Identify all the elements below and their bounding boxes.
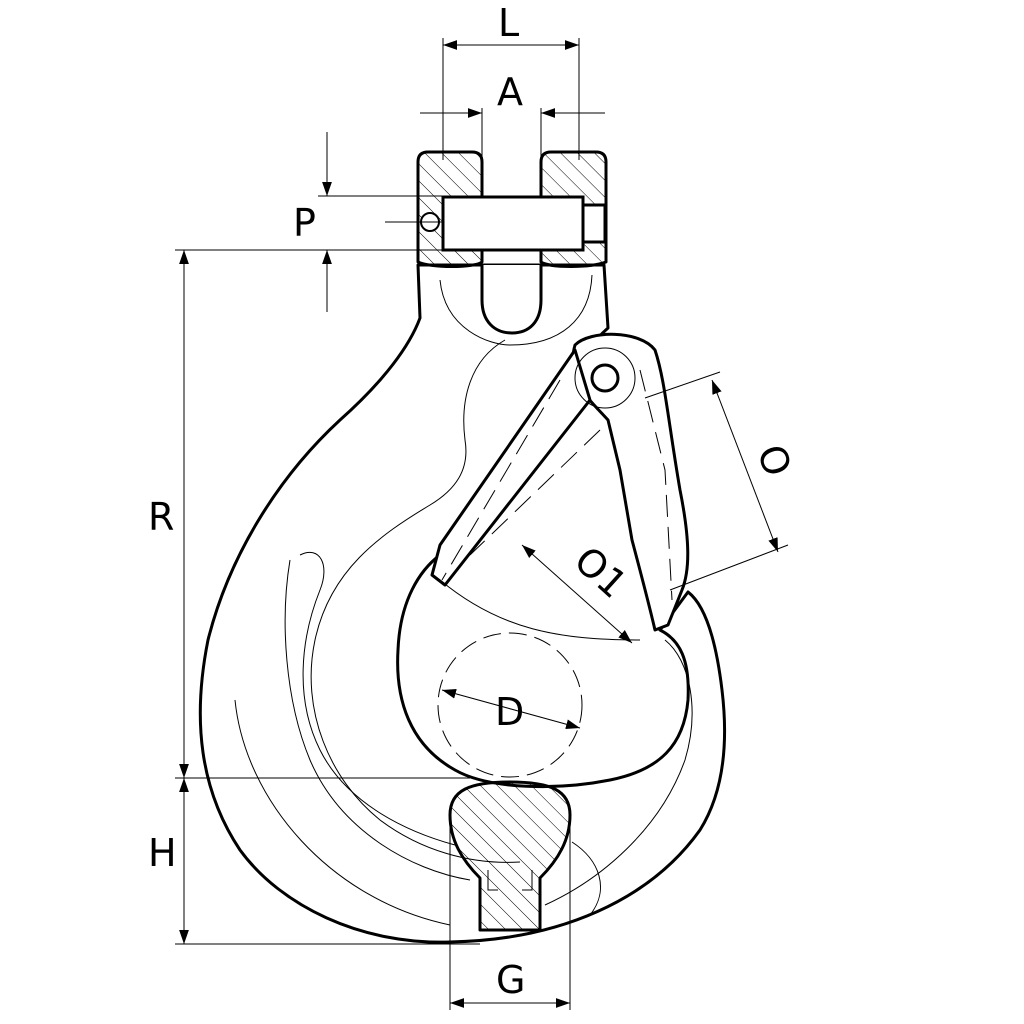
hook-inner-contour-3 — [299, 552, 456, 846]
cross-section-groove-right — [522, 870, 533, 891]
dimension-O1: O1 — [521, 538, 636, 644]
latch-pivot-boss — [574, 347, 636, 409]
clevis-slot — [480, 263, 543, 335]
hook-outer-contour — [571, 841, 601, 916]
load-circle — [437, 632, 583, 778]
clevis-pin-head — [581, 203, 607, 244]
hook-inner-contour-4 — [284, 559, 471, 881]
dimension-label-H: H — [148, 831, 177, 875]
dimension-label-D: D — [495, 690, 524, 734]
latch-blade — [430, 348, 592, 587]
dimension-label-O: O — [748, 439, 800, 482]
dimension-R: R — [148, 250, 470, 779]
hook-inner-contour-5 — [234, 699, 451, 926]
cross-section-groove-left — [487, 870, 498, 891]
dimension-D-line — [441, 688, 581, 730]
hook-inner-contour-1 — [439, 274, 593, 346]
dimension-label-L: L — [498, 1, 519, 45]
dimension-A: A — [420, 70, 605, 180]
dimension-P: P — [175, 132, 443, 312]
dimension-label-R: R — [148, 495, 174, 539]
dimension-label-P: P — [293, 201, 316, 245]
load-diameter-circle: D — [437, 632, 583, 778]
dimension-O-line — [711, 379, 779, 553]
load-cross-section — [448, 780, 572, 932]
latch-hidden-line-2 — [639, 369, 673, 601]
dimension-L: L — [442, 1, 580, 160]
hook-inner-contour-2 — [310, 339, 521, 863]
dimension-label-G: G — [496, 958, 525, 1002]
clevis-pin — [441, 195, 585, 252]
dimension-H: H — [148, 778, 480, 945]
hook-outline — [198, 263, 727, 944]
hook-body — [198, 150, 727, 944]
safety-latch — [430, 332, 690, 641]
dimension-label-A: A — [497, 70, 523, 114]
dimension-G: G — [449, 815, 571, 1010]
latch-pivot-icon — [590, 363, 620, 393]
dimension-O1-line — [521, 544, 633, 644]
latch-hidden-line-1 — [441, 379, 561, 581]
hook-tip-contour — [544, 639, 693, 906]
dimension-label-O1: O1 — [566, 538, 636, 607]
